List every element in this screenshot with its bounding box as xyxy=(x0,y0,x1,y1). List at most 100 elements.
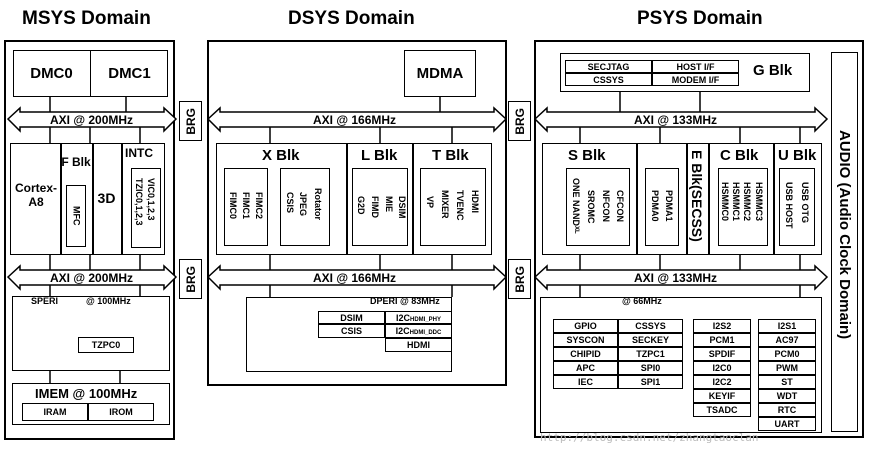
t-blk-group xyxy=(420,168,486,246)
cortex-a8-block: Cortex-A8 xyxy=(14,180,57,209)
peripheral-cell: I2S1 xyxy=(758,319,816,333)
speri-label: SPERI xyxy=(31,296,59,306)
divider xyxy=(708,143,710,255)
peripheral-cell: CHIPID xyxy=(553,347,618,361)
usb-otg-label: USB OTG xyxy=(800,182,810,224)
cfcon-label: CFCON xyxy=(615,190,625,222)
fimc1-label: FIMC1 xyxy=(241,192,251,219)
host-if-cell: HOST I/F xyxy=(652,60,739,73)
csis-label: CSIS xyxy=(285,192,295,214)
jpeg-group xyxy=(280,168,330,246)
dmc1-block: DMC1 xyxy=(108,65,151,82)
usb-host-label: USB HOST xyxy=(784,182,794,229)
peripheral-cell: SPI0 xyxy=(618,361,683,375)
pdma1-label: PDMA1 xyxy=(664,190,674,222)
peripheral-cell: PCM0 xyxy=(758,347,816,361)
tvenc-label: TVENC xyxy=(455,190,465,221)
intc-block xyxy=(131,168,161,248)
peripheral-cell: UART xyxy=(758,417,816,431)
c-blk-label: C Blk xyxy=(720,147,759,164)
peripheral-cell: CSSYS xyxy=(618,319,683,333)
tzpc0-block: TZPC0 xyxy=(78,337,134,353)
speri-clock-label: @ 100MHz xyxy=(86,296,131,306)
rotator-label: Rotator xyxy=(313,188,323,220)
speri-box xyxy=(12,296,170,371)
audio-block xyxy=(831,52,858,432)
watermark: http://blog.csdn.net/zhangtaoclan xyxy=(540,431,759,444)
peripheral-cell: SECKEY xyxy=(618,333,683,347)
bridge-msys-dsys-bottom: BRG xyxy=(179,259,202,299)
fimc0-label: FIMC0 xyxy=(228,192,238,219)
jpeg-label: JPEG xyxy=(298,192,308,217)
modem-if-cell: MODEM I/F xyxy=(652,73,739,86)
t-blk-label: T Blk xyxy=(432,147,469,164)
peripheral-cell: PWM xyxy=(758,361,816,375)
bridge-dsys-psys-bottom: BRG xyxy=(508,259,531,299)
mdma-block: MDMA xyxy=(404,50,476,97)
dsim-label: DSIM xyxy=(397,196,407,219)
dsys-axi-top-label: AXI @ 166MHz xyxy=(313,113,397,127)
pdma0-label: PDMA0 xyxy=(650,190,660,222)
divider xyxy=(686,143,688,255)
psys-peri-clock-label: @ 66MHz xyxy=(622,296,662,306)
peripheral-cell: WDT xyxy=(758,389,816,403)
x-blk-label: X Blk xyxy=(262,147,300,164)
peripheral-cell: SPI1 xyxy=(618,375,683,389)
psys-domain-title: PSYS Domain xyxy=(637,8,763,29)
u-blk-group xyxy=(779,168,815,246)
csis-cell: CSIS xyxy=(318,324,385,338)
divider xyxy=(773,143,775,255)
divider xyxy=(412,143,414,255)
g-blk-label: G Blk xyxy=(753,62,793,79)
peripheral-cell: I2C2 xyxy=(693,375,751,389)
tzic-label: TZIC0,1,2,3 xyxy=(134,178,144,226)
bridge-dsys-psys-top: BRG xyxy=(508,101,531,141)
e-blk-label: E Blk(SECSS) xyxy=(689,150,705,242)
peripheral-cell: AC97 xyxy=(758,333,816,347)
divider xyxy=(121,143,123,255)
fimc-group xyxy=(224,168,268,246)
g2d-label: G2D xyxy=(356,196,366,215)
peripheral-cell: PCM1 xyxy=(693,333,751,347)
peripheral-cell: KEYIF xyxy=(693,389,751,403)
peripheral-cell: TZPC1 xyxy=(618,347,683,361)
hsmmc3-label: HSMMC3 xyxy=(754,182,764,222)
vic-label: VIC0,1,2,3 xyxy=(146,178,156,221)
cssys-cell: CSSYS xyxy=(565,73,652,86)
dmc0-block: DMC0 xyxy=(13,50,91,97)
sromc-label: SROMC xyxy=(586,190,596,224)
peripheral-cell: SPDIF xyxy=(693,347,751,361)
fimc2-label: FIMC2 xyxy=(254,192,264,219)
dsys-domain-title: DSYS Domain xyxy=(288,8,415,29)
hdmi-cell: HDMI xyxy=(385,338,452,352)
u-blk-label: U Blk xyxy=(778,147,817,164)
pdma-group xyxy=(645,168,679,246)
divider xyxy=(60,143,62,255)
mixer-label: MIXER xyxy=(440,190,450,219)
peripheral-cell: APC xyxy=(553,361,618,375)
c-blk-group xyxy=(718,168,768,246)
fimd-label: FIMD xyxy=(370,196,380,218)
peripheral-cell: SYSCON xyxy=(553,333,618,347)
msys-axi-top-label: AXI @ 200MHz xyxy=(50,113,134,127)
secjtag-cell: SECJTAG xyxy=(565,60,652,73)
dsim-cell: DSIM xyxy=(318,311,385,324)
msys-domain-title: MSYS Domain xyxy=(22,8,151,29)
mie-label: MIE xyxy=(384,196,394,213)
dsys-axi-bottom-label: AXI @ 166MHz xyxy=(313,271,397,285)
psys-axi-bottom-label: AXI @ 133MHz xyxy=(634,271,718,285)
onenand-label: ONE NANDXL xyxy=(571,178,581,234)
divider xyxy=(346,143,348,255)
psys-axi-top-label: AXI @ 133MHz xyxy=(634,113,718,127)
imem-label: IMEM @ 100MHz xyxy=(35,386,138,401)
s-blk-group xyxy=(566,168,630,246)
peripheral-cell: ST xyxy=(758,375,816,389)
bridge-msys-dsys-top: BRG xyxy=(179,101,202,141)
peripheral-cell: TSADC xyxy=(693,403,751,417)
peripheral-cell: I2S2 xyxy=(693,319,751,333)
peripheral-cell: GPIO xyxy=(553,319,618,333)
vp-label: VP xyxy=(425,196,435,209)
irom-block: IROM xyxy=(88,403,154,421)
